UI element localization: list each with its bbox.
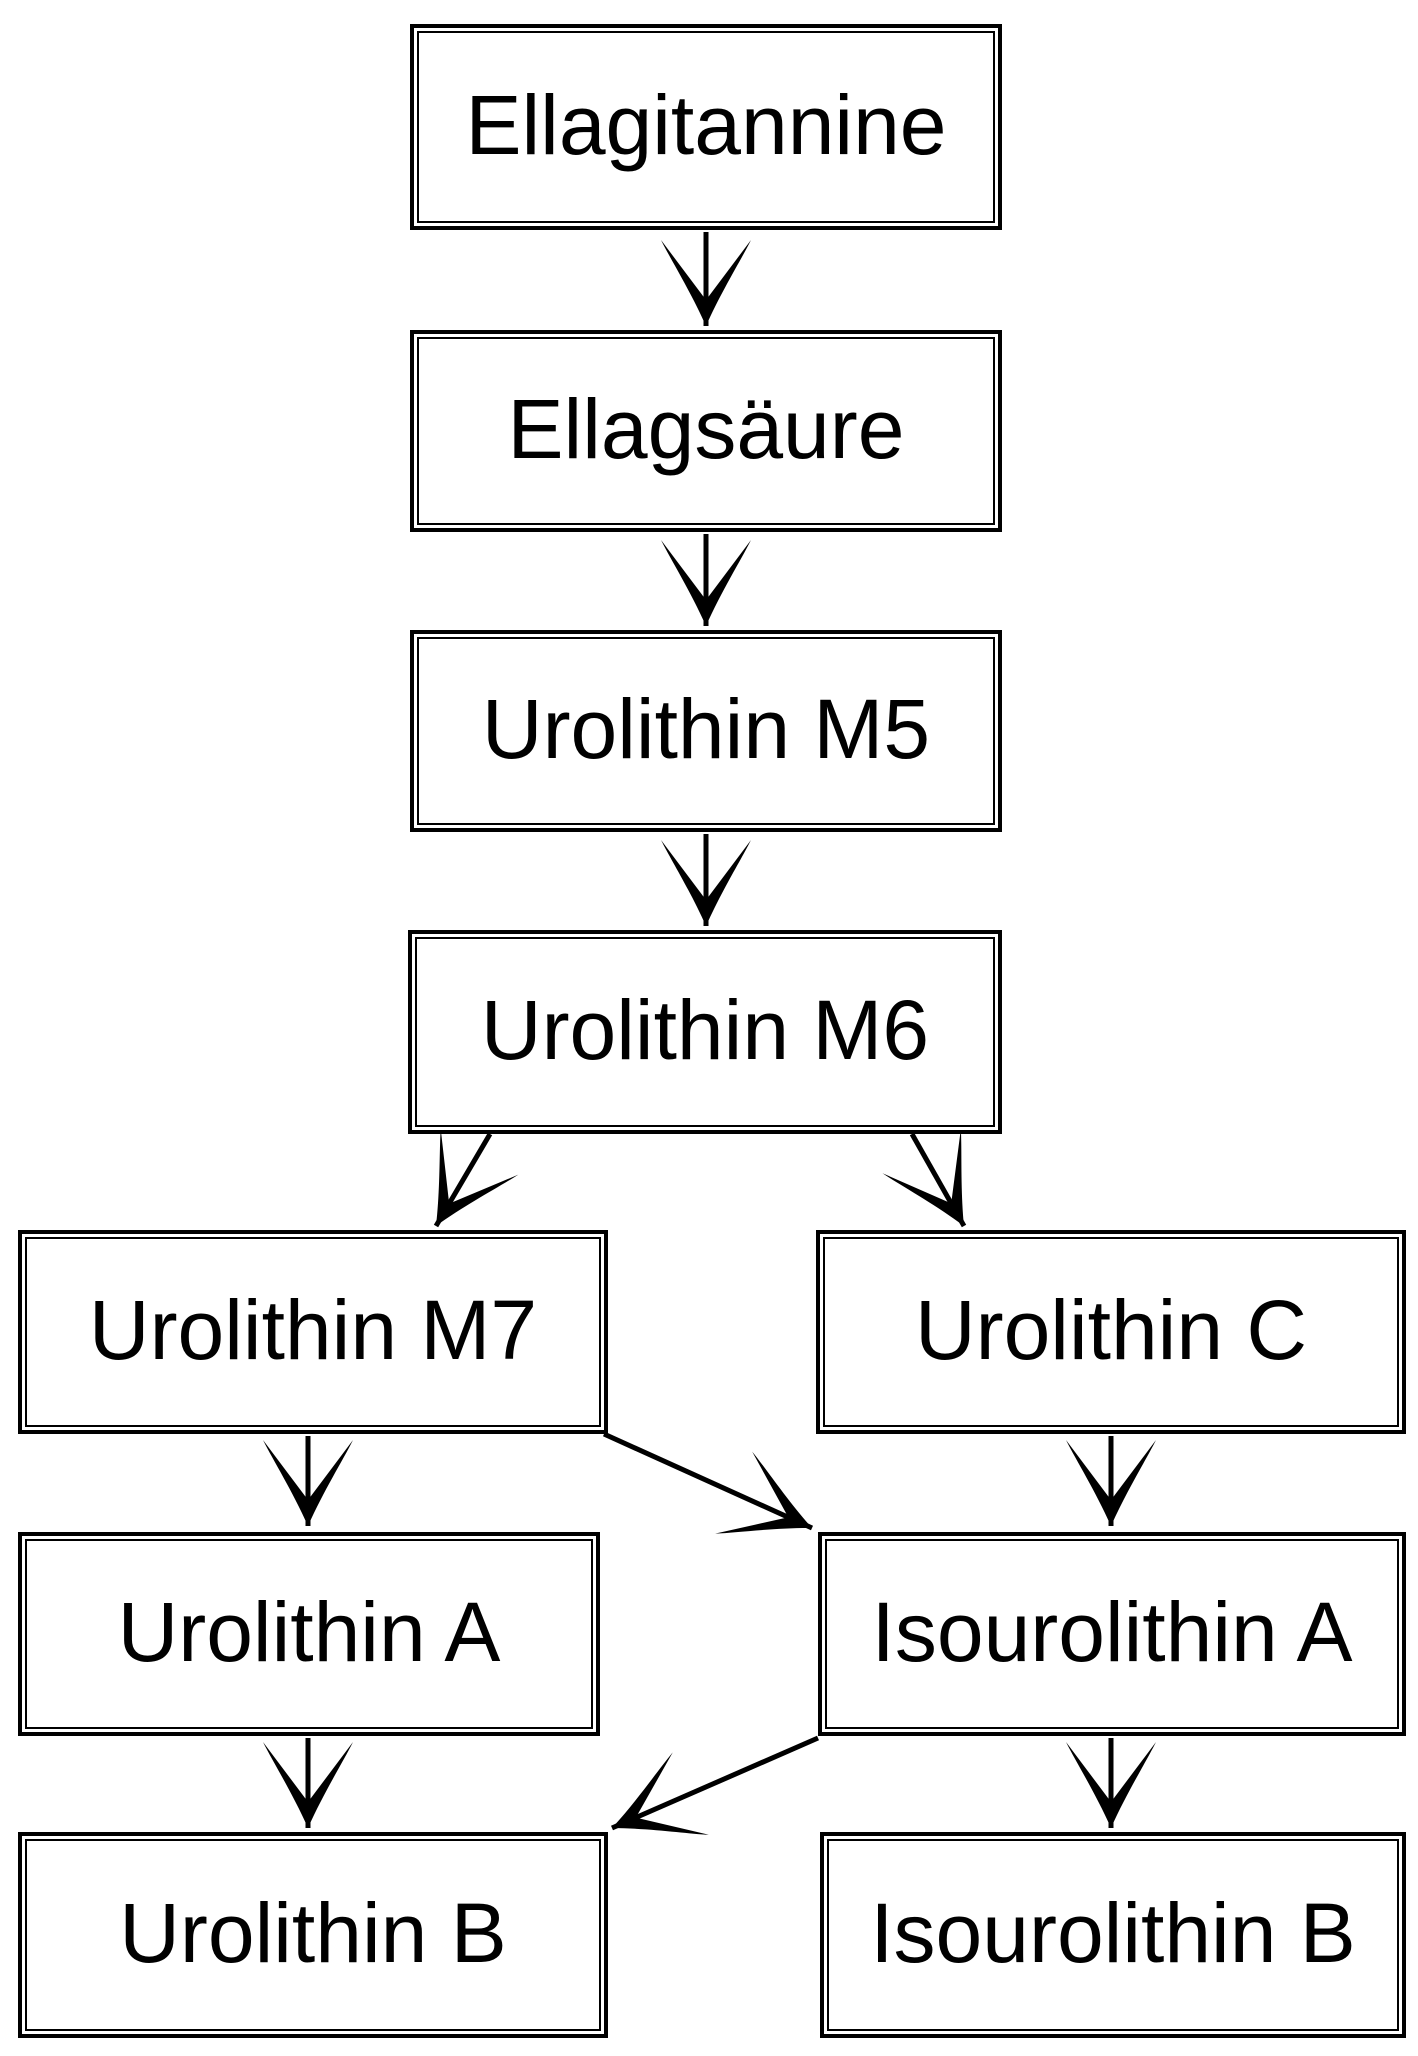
node-urolithin-a: Urolithin A bbox=[18, 1532, 600, 1736]
node-urolithin-c: Urolithin C bbox=[816, 1230, 1406, 1434]
node-urolithin-m7: Urolithin M7 bbox=[18, 1230, 608, 1434]
node-isourolithin-a: Isourolithin A bbox=[818, 1532, 1406, 1736]
node-label-ellagsaeure: Ellagsäure bbox=[507, 382, 905, 476]
node-isourolithin-b: Isourolithin B bbox=[820, 1832, 1406, 2038]
node-label-urolithin-a: Urolithin A bbox=[117, 1585, 501, 1679]
arrow-urolithin-m7-to-isourolithin-a bbox=[602, 1431, 814, 1534]
node-urolithin-m6: Urolithin M6 bbox=[408, 930, 1002, 1134]
node-label-urolithin-m7: Urolithin M7 bbox=[88, 1283, 538, 1377]
node-urolithin-b: Urolithin B bbox=[18, 1832, 608, 2038]
node-label-urolithin-b: Urolithin B bbox=[119, 1886, 507, 1980]
arrow-isourolithin-a-to-urolithin-b bbox=[610, 1735, 820, 1835]
arrow-urolithin-m6-to-urolithin-m7 bbox=[433, 1129, 519, 1228]
node-label-urolithin-m6: Urolithin M6 bbox=[480, 983, 930, 1077]
node-label-urolithin-m5: Urolithin M5 bbox=[481, 682, 931, 776]
node-label-isourolithin-b: Isourolithin B bbox=[870, 1886, 1356, 1980]
node-label-urolithin-c: Urolithin C bbox=[914, 1283, 1308, 1377]
node-label-ellagitannine: Ellagitannine bbox=[465, 78, 947, 172]
node-urolithin-m5: Urolithin M5 bbox=[410, 630, 1002, 832]
arrow-urolithin-m6-to-urolithin-c bbox=[882, 1128, 967, 1228]
node-label-isourolithin-a: Isourolithin A bbox=[871, 1585, 1353, 1679]
node-ellagsaeure: Ellagsäure bbox=[410, 330, 1002, 532]
node-ellagitannine: Ellagitannine bbox=[410, 24, 1002, 230]
